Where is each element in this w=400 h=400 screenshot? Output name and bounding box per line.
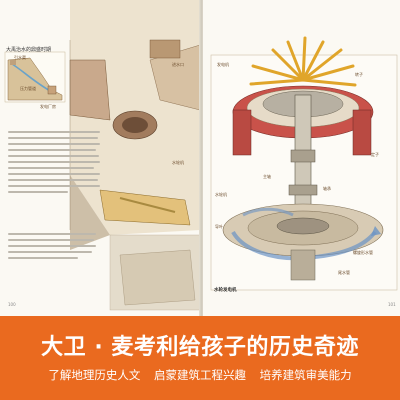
label-stator: 定子 (371, 152, 379, 157)
label-spiral-case: 螺旋形水管 (353, 250, 373, 255)
left-caption: 大禹治水的鼎盛时期 (6, 47, 52, 53)
label-draft-tube: 尾水管 (338, 270, 350, 275)
left-body-text (8, 128, 100, 197)
book-spread-image: 大禹治水的鼎盛时期 引水渠 压力管道 发电厂房 进水口 水轮机 100 (0, 0, 400, 316)
right-page: 发电机 转子 定子 水轮机 导叶 螺旋形水管 尾水管 主轴 轴承 101 (203, 0, 400, 316)
banner-taglines: 了解地理历史人文 启蒙建筑工程兴趣 培养建筑审美能力 (0, 367, 400, 383)
left-body-text-2 (8, 230, 96, 263)
banner-title: 大卫 · 麦考利给孩子的历史奇迹 (41, 335, 359, 360)
right-page-number: 101 (388, 302, 396, 307)
rotor-arms (249, 36, 357, 87)
label-rotor: 转子 (355, 72, 363, 77)
label-generator: 发电机 (217, 62, 229, 67)
tagline-1: 了解地理历史人文 (48, 368, 141, 382)
draft-tube (290, 249, 316, 281)
label-bearing: 轴承 (323, 186, 331, 191)
label-turbine: 水轮机 (215, 192, 227, 197)
label-intake: 引水渠 (14, 55, 26, 60)
figure-title: 水轮发电机 (214, 288, 237, 293)
left-page-number: 100 (8, 302, 16, 307)
left-page: 大禹治水的鼎盛时期 引水渠 压力管道 发电厂房 进水口 水轮机 100 (0, 0, 200, 316)
label-inlet: 进水口 (172, 62, 184, 67)
turbine-runner (276, 217, 330, 235)
label-powerhouse: 发电厂房 (40, 104, 56, 109)
promo-banner (0, 316, 400, 400)
label-penstock: 压力管道 (20, 86, 36, 91)
inset-diagram (4, 51, 66, 103)
cutaway-dam-illustration (69, 0, 200, 311)
book-gutter (199, 0, 204, 316)
left-page-illustrations (4, 0, 200, 311)
label-turbine-left: 水轮机 (172, 160, 184, 165)
generator-illustration (210, 36, 398, 291)
tagline-2: 启蒙建筑工程兴趣 (154, 368, 246, 382)
label-wicket-gate: 导叶 (215, 224, 223, 229)
label-shaft: 主轴 (263, 174, 271, 179)
tagline-3: 培养建筑审美能力 (259, 368, 352, 382)
